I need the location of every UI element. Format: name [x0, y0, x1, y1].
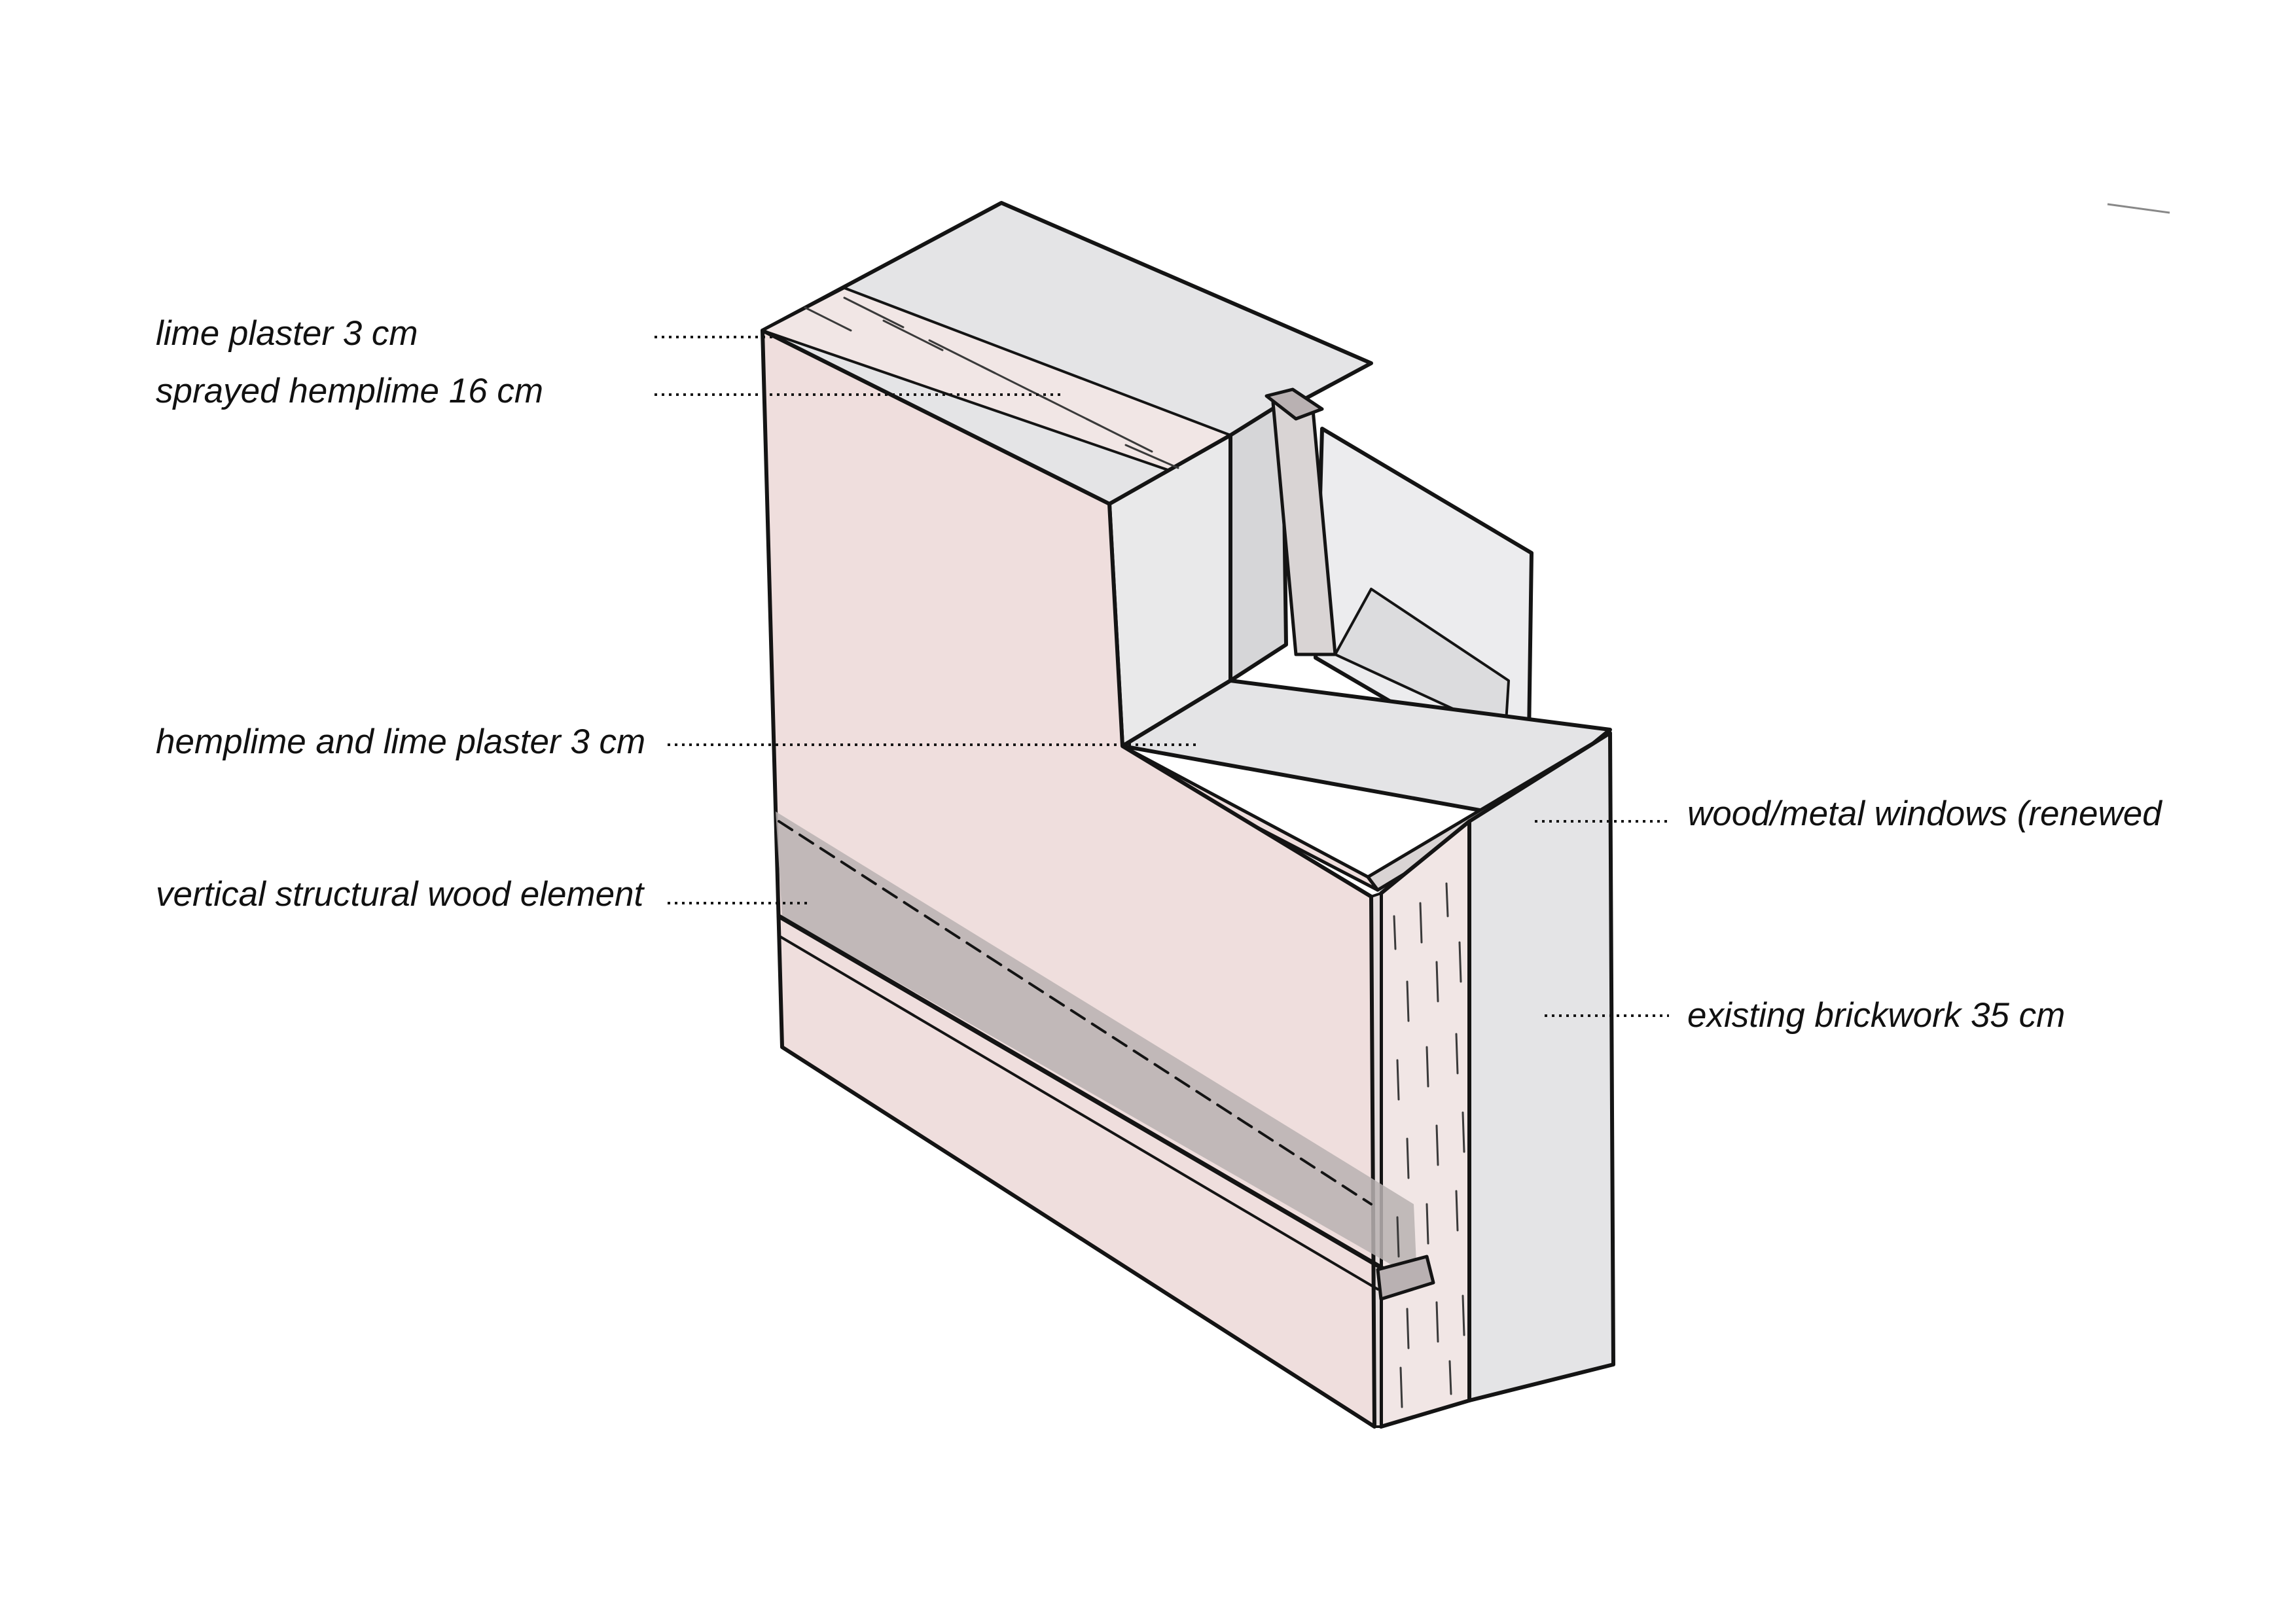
wood-element-underside	[778, 935, 1379, 1291]
wood-element-edge	[776, 914, 1410, 1285]
label-lime-plaster: lime plaster 3 cm	[156, 314, 418, 353]
brickwork-face	[1467, 731, 1615, 1402]
hidden-stud-line	[778, 820, 1372, 1205]
hemp-texture	[804, 296, 1465, 1408]
label-vertical-wood: vertical structural wood element	[156, 875, 644, 914]
wall-block	[761, 201, 1615, 1429]
window-inner-reveal	[1334, 588, 1510, 734]
window-sill-top	[1121, 679, 1612, 817]
hemplime-section	[1379, 819, 1471, 1429]
window-head	[1229, 401, 1288, 683]
stray-pen-mark	[2107, 203, 2170, 214]
leader-lines	[655, 336, 1669, 1017]
window-frame-cap	[1265, 387, 1324, 421]
label-sprayed-hemplime: sprayed hemplime 16 cm	[156, 372, 544, 410]
label-windows: wood/metal windows (renewed	[1687, 794, 2162, 833]
label-brickwork: existing brickwork 35 cm	[1687, 996, 2066, 1035]
wood-element-band	[776, 812, 1417, 1279]
label-hemplime-lime-plaster: hemplime and lime plaster 3 cm	[156, 722, 646, 761]
wood-element-end	[1376, 1255, 1435, 1301]
